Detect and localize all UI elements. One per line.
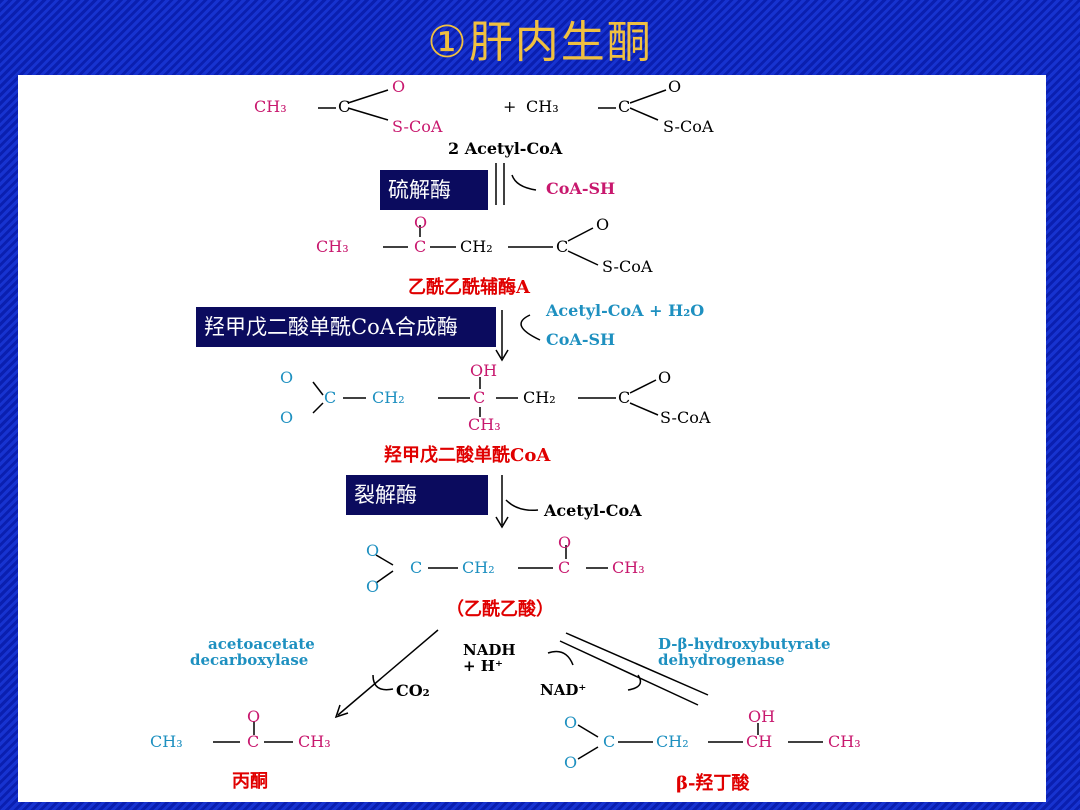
acetoacetyl-ch3: CH₃ [316, 237, 349, 256]
acetyl-coa-right-c: C [618, 97, 631, 116]
hb-o2: O [564, 753, 578, 772]
acetyl-coa-left-ch3: CH₃ [254, 97, 287, 116]
acetyl-coa-caption: 2 Acetyl-CoA [448, 139, 563, 158]
coa-sh-output-2: CoA-SH [546, 330, 616, 349]
hmg-c3: C [618, 388, 631, 407]
acetoacetate-caption: （乙酰乙酸） [446, 599, 554, 620]
acetoacetyl-coa-caption: 乙酰乙酰辅酶A [408, 277, 530, 298]
hb-ch: CH [746, 732, 773, 751]
hb-ch2: CH₂ [656, 732, 689, 751]
acetyl-coa-right-ch3: CH₃ [526, 97, 559, 116]
dehydrogenase-label-2: dehydrogenase [658, 651, 785, 669]
acetoacetate-ch2: CH₂ [462, 558, 495, 577]
hydroxybutyrate-caption: β-羟丁酸 [676, 773, 750, 794]
acetyl-coa-output: Acetyl-CoA [544, 501, 642, 520]
acetoacetate-ch3: CH₃ [612, 558, 645, 577]
lyase-label: 裂解酶 [346, 475, 488, 515]
acetoacetyl-c1: C [414, 237, 427, 256]
decarboxylase-label-1: acetoacetate [208, 635, 315, 653]
acetoacetyl-o1: O [414, 213, 428, 232]
acetoacetate-o1: O [366, 541, 380, 560]
hplus-label: + H⁺ [463, 657, 503, 675]
co2-output: CO₂ [396, 681, 430, 700]
step2-input: Acetyl-CoA + H₂O [546, 301, 705, 320]
hmg-ch2-1: CH₂ [372, 388, 405, 407]
acetoacetate-c1: C [410, 558, 423, 577]
acetoacetate-c2: C [558, 558, 571, 577]
acetone-ch3-left: CH₃ [150, 732, 183, 751]
acetoacetyl-o2: O [596, 215, 610, 234]
pathway-arrows [213, 89, 823, 760]
acetone-ch3-right: CH₃ [298, 732, 331, 751]
acetyl-coa-left-c: C [338, 97, 351, 116]
hmg-scoa: S-CoA [660, 408, 711, 427]
thiolase-label: 硫解酶 [380, 170, 488, 210]
acetyl-coa-left-o: O [392, 77, 406, 96]
acetoacetyl-c2: C [556, 237, 569, 256]
acetoacetyl-scoa: S-CoA [602, 257, 653, 276]
hmg-oh: OH [470, 361, 498, 380]
acetyl-coa-right-scoa: S-CoA [663, 117, 714, 136]
hmg-c2: C [473, 388, 486, 407]
hmg-c1: C [324, 388, 337, 407]
hb-ch3: CH₃ [828, 732, 861, 751]
hb-c: C [603, 732, 616, 751]
hmg-coa-synthase-label: 羟甲戊二酸单酰CoA合成酶 [196, 307, 496, 347]
acetone-c: C [247, 732, 260, 751]
hb-oh: OH [748, 707, 776, 726]
dehydrogenase-label-1: D-β-hydroxybutyrate [658, 635, 831, 653]
acetyl-coa-right-o: O [668, 77, 682, 96]
acetyl-coa-left-scoa: S-CoA [392, 117, 443, 136]
hmg-coa-caption: 羟甲戊二酸单酰CoA [384, 445, 551, 466]
plus-sign: + [503, 97, 517, 116]
acetone-o: O [247, 707, 261, 726]
coa-sh-output-1: CoA-SH [546, 179, 616, 198]
pathway-panel: CH₃ C O S-CoA + CH₃ C O S-CoA 2 Acetyl-C… [18, 75, 1046, 802]
acetone-caption: 丙酮 [232, 771, 268, 792]
nadh-label: NADH [463, 641, 516, 659]
decarboxylase-label-2: decarboxylase [190, 651, 309, 669]
hmg-ch2-2: CH₂ [523, 388, 556, 407]
acetoacetyl-ch2: CH₂ [460, 237, 493, 256]
hmg-o3: O [658, 368, 672, 387]
nad-label: NAD⁺ [540, 681, 587, 699]
slide-title: ①肝内生酮 [427, 17, 653, 68]
acetoacetate-o2: O [366, 577, 380, 596]
hmg-ch3: CH₃ [468, 415, 501, 434]
hb-o1: O [564, 713, 578, 732]
acetoacetate-o3: O [558, 533, 572, 552]
hmg-o-bottom: O [280, 408, 294, 427]
hmg-o-top: O [280, 368, 294, 387]
